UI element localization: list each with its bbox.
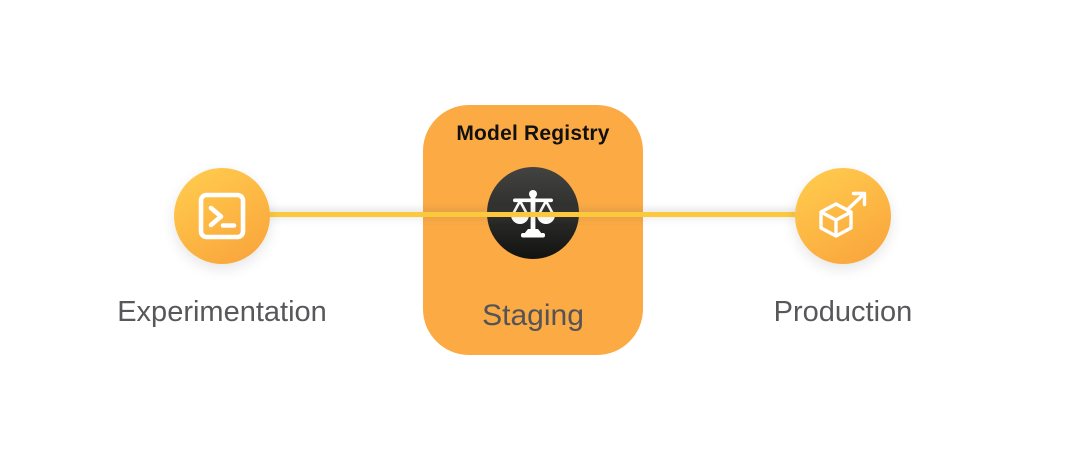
terminal-icon — [197, 191, 247, 241]
connector-line — [222, 212, 845, 217]
deploy-cube-icon — [814, 187, 872, 245]
staging-label: Staging — [482, 299, 584, 332]
experimentation-label: Experimentation — [117, 296, 327, 328]
model-registry-box: Model Registry — [423, 105, 643, 355]
experimentation-node — [174, 168, 270, 264]
production-node — [795, 168, 891, 264]
production-label: Production — [773, 296, 913, 328]
model-registry-title: Model Registry — [456, 122, 610, 145]
